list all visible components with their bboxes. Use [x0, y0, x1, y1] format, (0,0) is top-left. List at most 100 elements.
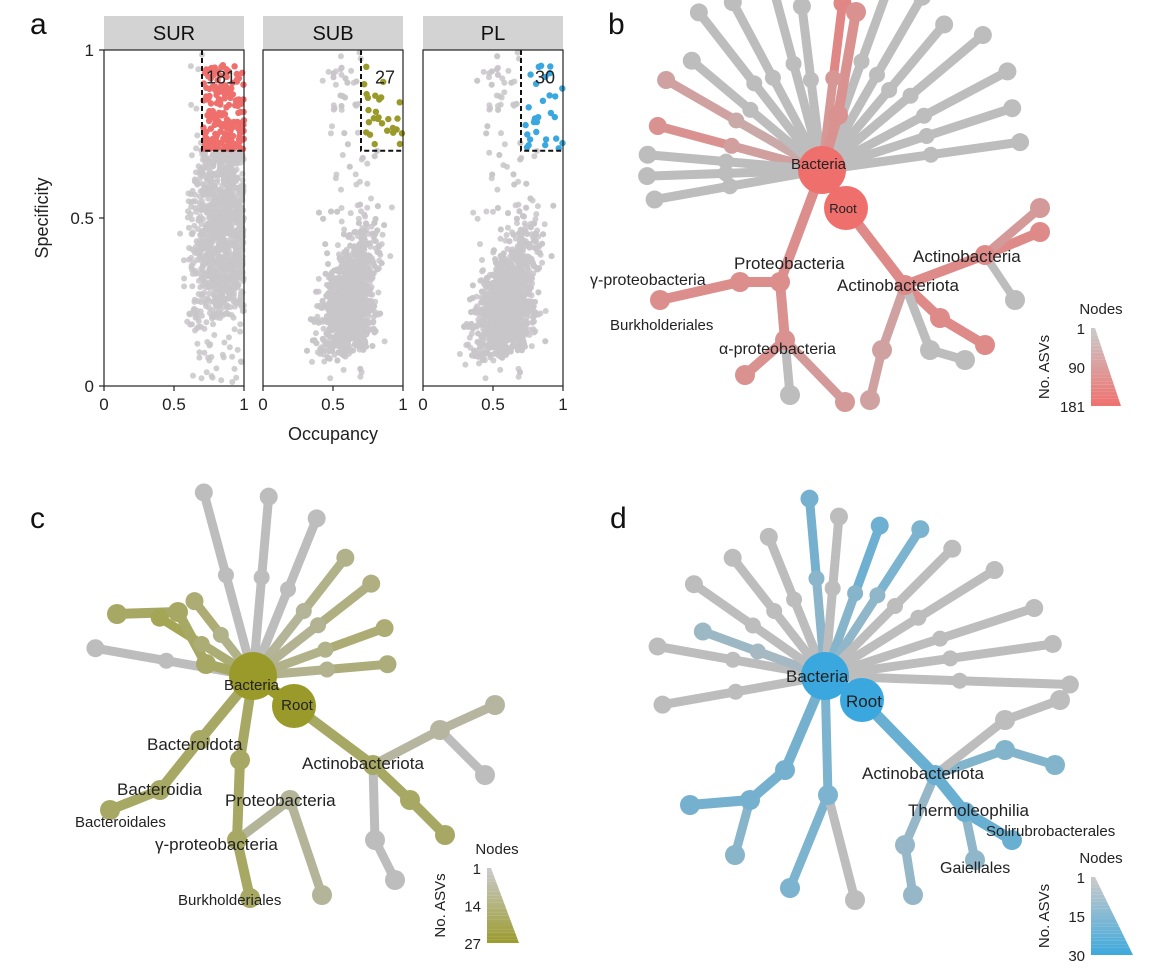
tree-edge: [872, 524, 925, 600]
specialist-point: [223, 73, 230, 81]
scatter-point: [239, 177, 246, 184]
node-labels: BacteriaRootBacteroidotaBacteroidiaBacte…: [75, 677, 424, 909]
tree-node: [869, 587, 886, 604]
y-tick-label: 0.5: [70, 209, 94, 228]
scatter-point: [504, 305, 511, 312]
node-label-burkholderiales: Burkholderiales: [610, 317, 713, 334]
tree-node: [435, 825, 455, 845]
scatter-point: [201, 349, 208, 356]
tree-node: [158, 652, 175, 669]
scatter-point: [381, 338, 388, 345]
legend-wedge-step: [487, 885, 499, 889]
node-label-bacteroidota: Bacteroidota: [147, 735, 243, 754]
tree-edge: [785, 790, 833, 893]
scatter-point: [192, 327, 198, 334]
tree-node: [693, 622, 712, 641]
tree-node: [780, 385, 800, 405]
specialist-point: [234, 102, 241, 110]
tree-node: [764, 69, 781, 86]
specialist-point: [396, 140, 404, 148]
scatter-point: [516, 291, 523, 298]
tree-node: [336, 548, 355, 567]
tree-node: [240, 888, 260, 908]
tree-node: [475, 765, 495, 785]
scatter-point: [230, 283, 237, 290]
tree-node: [995, 710, 1015, 730]
scatter-point: [230, 152, 237, 159]
legend-wedge-step: [487, 915, 511, 920]
scatter-point: [325, 261, 331, 267]
node-label-proteobacteria: Proteobacteria: [734, 254, 845, 273]
scatter-point: [341, 341, 348, 348]
specialist-point: [202, 136, 209, 143]
tree-node: [955, 802, 975, 822]
specialist-point: [221, 130, 228, 137]
scatter-point: [196, 193, 203, 200]
scatter-point: [487, 308, 494, 315]
scatter-point: [214, 277, 221, 284]
scatter-point: [328, 279, 335, 286]
tree-node: [824, 580, 841, 597]
x-tick-label: 0: [99, 395, 108, 414]
scatter-point: [235, 190, 242, 197]
scatter-point: [240, 277, 247, 284]
scatter-point: [207, 262, 214, 269]
scatter-point: [240, 226, 247, 233]
scatter-point: [540, 231, 547, 238]
scatter-point: [548, 253, 555, 260]
scatter-point: [221, 256, 228, 263]
tree-edge: [685, 795, 755, 810]
legend-wedge-step: [487, 868, 493, 872]
legend-wedge-step: [487, 912, 509, 916]
tree-node: [942, 650, 959, 667]
scatter-point: [506, 318, 513, 325]
scatter-point: [523, 329, 530, 336]
scatter-point: [479, 257, 485, 263]
scatter-point: [318, 348, 324, 355]
scatter-point: [512, 267, 519, 274]
specialist-points: [200, 61, 248, 153]
scatter-point: [355, 220, 362, 227]
node-label-burkholderiales: Burkholderiales: [178, 892, 281, 909]
scatter-point: [501, 89, 508, 96]
specialist-count: 30: [535, 68, 555, 88]
x-tick-label: 0.5: [481, 395, 505, 414]
scatter-point: [217, 192, 224, 199]
scatter-point: [209, 374, 216, 381]
scatter-point: [524, 231, 530, 237]
scatter-point: [324, 250, 331, 257]
scatter-point: [351, 270, 358, 277]
tree-edge: [828, 512, 844, 593]
scatter-point: [511, 303, 518, 310]
node-label-actinobacteriota: Actinobacteriota: [302, 754, 424, 773]
tree-node: [759, 527, 778, 546]
tree-node: [725, 845, 745, 865]
scatter-point: [344, 333, 351, 340]
specialist-point: [542, 141, 549, 149]
scatter-point: [332, 81, 339, 88]
scatter-point: [216, 208, 223, 215]
legend-tick: 27: [464, 936, 481, 953]
legend-tick: 181: [1060, 399, 1085, 416]
legend-tick: 90: [1068, 360, 1085, 377]
scatter-point: [339, 328, 346, 335]
scatter-point: [371, 153, 378, 160]
scatter-point: [196, 205, 202, 211]
scatter-point: [201, 289, 208, 296]
scatter-point: [379, 231, 386, 238]
tree-node: [802, 71, 819, 88]
tree-node: [1050, 690, 1070, 710]
scatter-point: [361, 282, 368, 289]
scatter-point: [319, 77, 326, 84]
tree-node: [840, 678, 884, 722]
scatter-point: [374, 266, 381, 273]
tree-edge: [900, 770, 940, 850]
specialist-point: [524, 131, 531, 138]
scatter-point: [373, 238, 379, 245]
tree-edge: [435, 725, 490, 780]
scatter-point: [374, 249, 381, 255]
node-label-gaiellales: Gaiellales: [940, 860, 1010, 877]
scatter-point: [347, 242, 354, 249]
